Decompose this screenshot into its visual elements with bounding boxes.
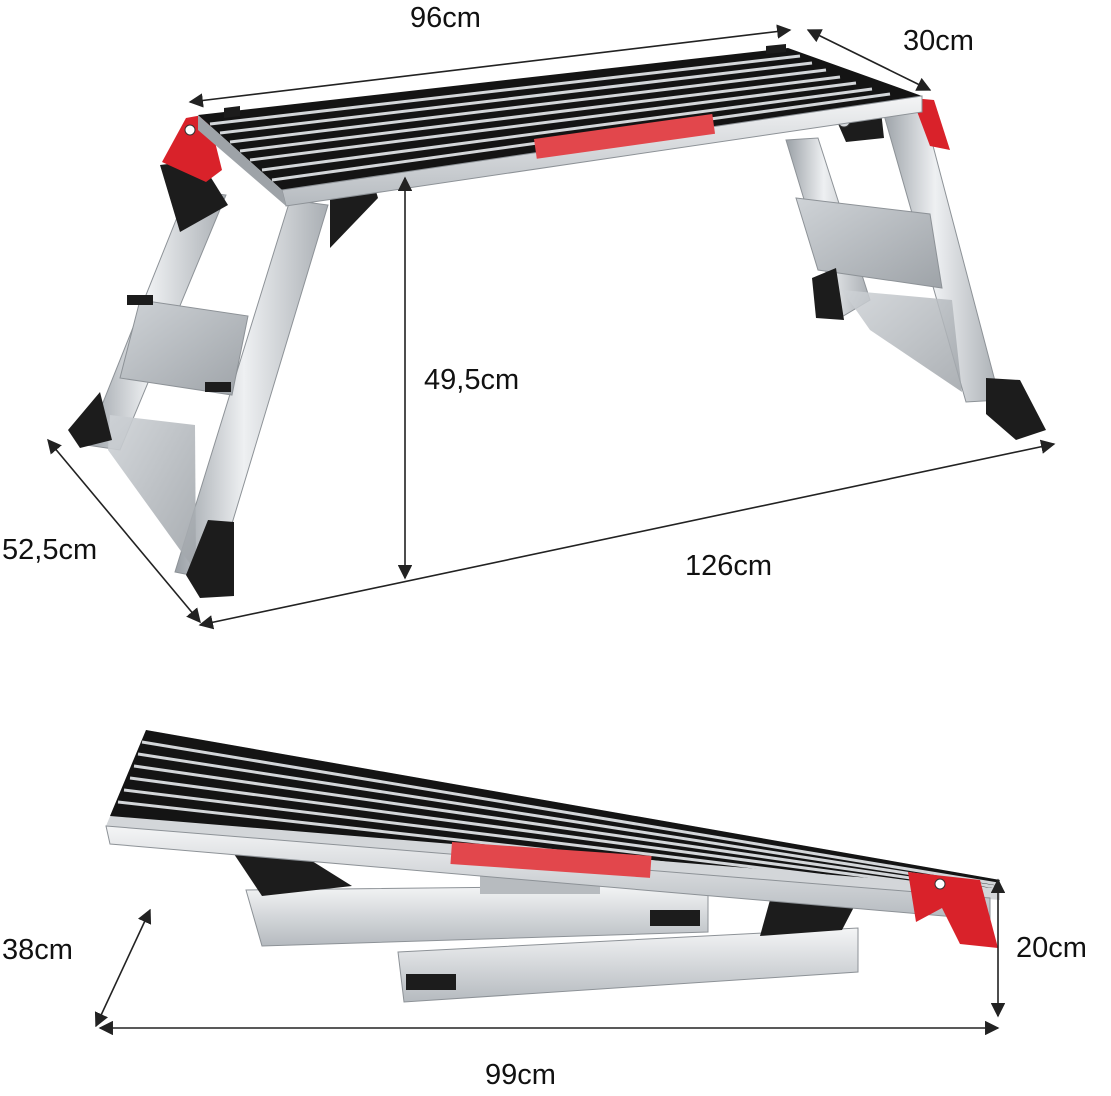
dimension-lines-folded [94, 878, 1006, 1036]
folded-depth-label: 38cm [2, 934, 73, 966]
base-length-label: 126cm [685, 550, 773, 582]
open-platform-illustration [68, 44, 1046, 598]
folded-platform-illustration [105, 730, 1000, 1003]
left-leg-frame [68, 160, 378, 598]
top-depth-label: 30cm [903, 25, 974, 57]
height-label: 49,5cm [424, 364, 520, 396]
top-width-label: 96cm [410, 2, 481, 34]
right-leg-frame [785, 102, 1046, 440]
folded-height-label: 20cm [1016, 932, 1087, 964]
dimension-lines-open [47, 24, 1056, 630]
base-depth-label: 52,5cm [2, 534, 98, 566]
folded-length-label: 99cm [485, 1059, 556, 1091]
folded-deck [105, 730, 1000, 948]
